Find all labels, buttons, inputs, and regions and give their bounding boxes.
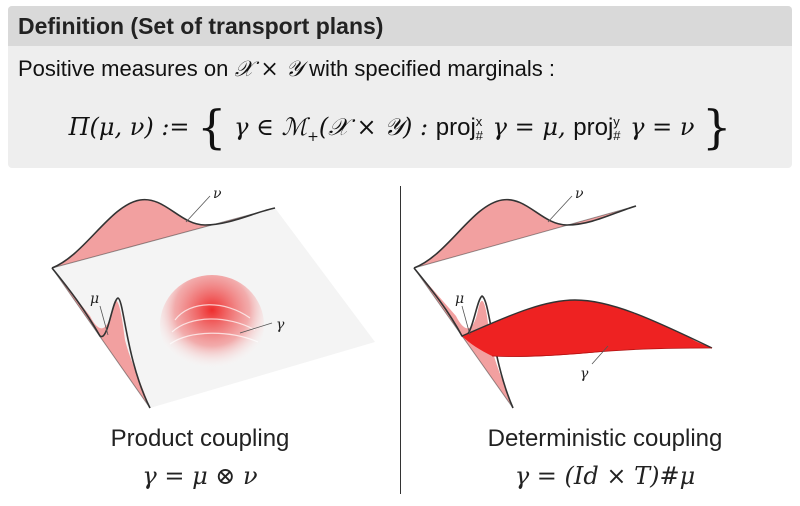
left-caption: Product coupling (110, 425, 290, 452)
right-label-mu: μ (455, 291, 464, 307)
statement-space: 𝒳 × 𝒴 (234, 57, 304, 82)
formula-set-element: γ ∈ ℳ (234, 113, 308, 141)
proj-x-label: proj (435, 114, 476, 141)
proj-y-scripts: y# (613, 115, 620, 143)
right-gamma-edge (461, 299, 713, 349)
proj-x-push: # (475, 127, 484, 143)
right-nu-curve (413, 198, 637, 269)
right-formula: γ = (Id × T)#μ (425, 462, 785, 490)
left-diagram: ν μ γ (51, 186, 375, 409)
left-nu-axis (51, 207, 276, 269)
definition-statement: Positive measures on 𝒳 × 𝒴 with specifie… (18, 56, 782, 82)
proj-y-sup: y (613, 113, 620, 129)
proj-x-sup: x (475, 113, 483, 129)
left-mu-curve (51, 267, 151, 409)
right-formula-text: γ = (Id × T)#μ (514, 462, 696, 490)
left-formula-text: γ = μ ⊗ ν (142, 462, 258, 490)
statement-prefix: Positive measures on (18, 56, 229, 81)
right-label-gamma: γ (580, 366, 589, 382)
definition-body: Positive measures on 𝒳 × 𝒴 with specifie… (8, 46, 792, 154)
left-brace-glyph: { (197, 100, 227, 154)
panel-divider (400, 186, 401, 494)
right-nu-leader (547, 195, 573, 223)
statement-suffix: with specified marginals : (309, 56, 555, 81)
left-label-mu: μ (90, 291, 99, 307)
left-gamma-blob (160, 275, 264, 375)
left-mu-axis (51, 267, 151, 409)
definition-title: Definition (Set of transport plans) (8, 6, 792, 46)
left-gamma-leader (239, 322, 273, 334)
left-formula: γ = μ ⊗ ν (40, 462, 360, 490)
formula-cond1: γ = μ, (492, 113, 566, 141)
left-label-nu: ν (213, 186, 222, 202)
proj-x-scripts: x# (476, 115, 483, 143)
right-nu-fill (414, 199, 636, 268)
left-mu-leader (99, 305, 109, 336)
right-label-nu: ν (575, 186, 584, 202)
left-gamma-ridges (169, 304, 259, 345)
right-brace-glyph: } (702, 100, 732, 154)
formula-cond2: γ = ν (630, 113, 695, 141)
formula-plus: + (307, 128, 319, 145)
right-diagram: ν μ γ (413, 186, 713, 409)
right-caption: Deterministic coupling (487, 425, 723, 452)
left-nu-leader (185, 195, 211, 223)
right-gamma-leader (591, 345, 609, 365)
right-nu-axis (413, 205, 637, 269)
definition-formula: Π(μ, ν) := { γ ∈ ℳ+(𝒳 × 𝒴) : projx# γ = … (18, 100, 782, 154)
formula-space: (𝒳 × 𝒴) : (318, 113, 429, 141)
formula-lhs: Π(μ, ν) := (68, 113, 190, 141)
right-gamma-ribbon (462, 300, 712, 357)
right-gamma-lower-edge (491, 347, 713, 357)
right-mu-leader (461, 305, 471, 336)
left-label-gamma: γ (276, 317, 285, 333)
left-nu-fill (52, 199, 275, 268)
proj-y-push: # (613, 127, 621, 143)
left-nu-curve (51, 198, 276, 269)
proj-y-label: proj (573, 114, 614, 141)
right-mu-axis (413, 267, 514, 409)
definition-box: Definition (Set of transport plans) Posi… (8, 6, 792, 168)
